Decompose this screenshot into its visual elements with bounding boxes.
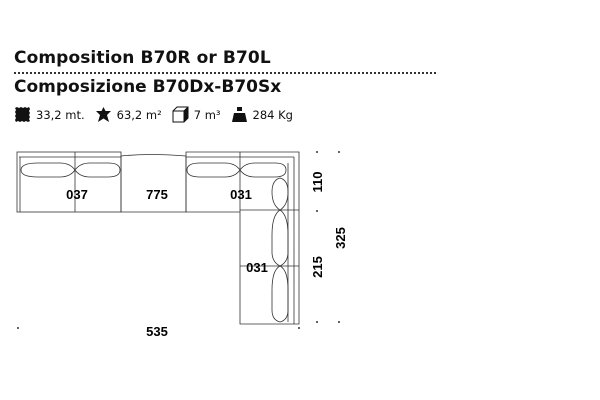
volume-cube-icon <box>172 106 189 123</box>
volume-value: 7 m³ <box>193 107 221 122</box>
module-label-031-side: 031 <box>246 260 268 275</box>
specs-row: 33,2 mt. 63,2 m² 7 m³ 284 Kg <box>14 106 303 123</box>
dimension-depth-side: 215 <box>310 256 325 278</box>
dotted-divider <box>14 72 436 74</box>
weight-value: 284 Kg <box>252 107 293 122</box>
module-label-775: 775 <box>146 187 168 202</box>
module-031-corner <box>185 151 300 325</box>
dimension-dots <box>17 151 340 329</box>
dimension-width: 535 <box>146 324 168 339</box>
fabric-value: 33,2 mt. <box>36 107 85 122</box>
title-english: Composition B70R or B70L <box>14 48 271 68</box>
leather-icon <box>95 107 111 122</box>
title-italian: Composizione B70Dx-B70Sx <box>14 77 282 97</box>
module-label-031-top: 031 <box>230 187 252 202</box>
module-label-037: 037 <box>66 187 88 202</box>
weight-icon <box>231 107 247 122</box>
dimension-total-depth: 325 <box>333 227 348 249</box>
fabric-icon <box>15 107 30 122</box>
leather-value: 63,2 m² <box>116 107 162 122</box>
dimension-depth-top: 110 <box>310 172 325 193</box>
